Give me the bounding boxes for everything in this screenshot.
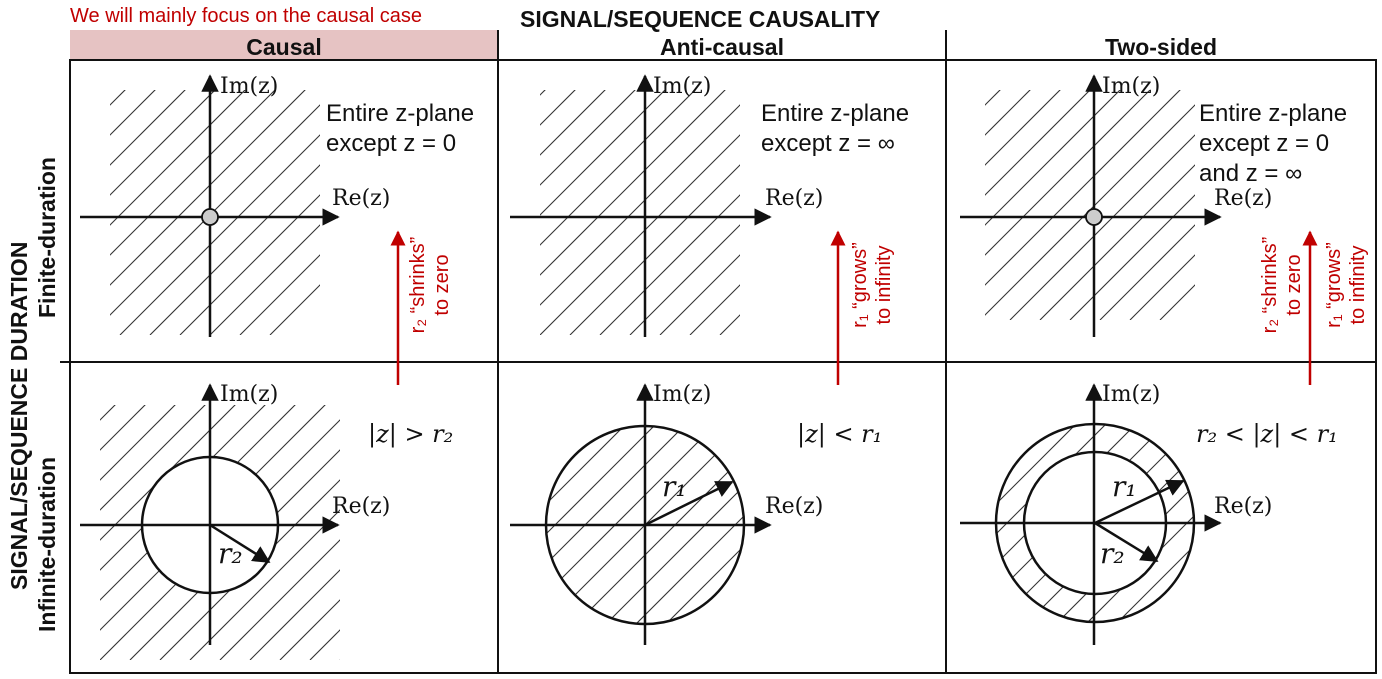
excluded-point-origin-twosided (1085, 208, 1103, 226)
axes-causal-infinite (80, 383, 340, 645)
radius-label-r2-causal: r₂ (218, 537, 243, 570)
shrink-annotation-twosided: r₂ “shrinks” to zero (1259, 236, 1305, 334)
re-axis-label: Re(z) (1214, 186, 1273, 211)
axes-anticausal-finite (510, 74, 772, 337)
radius-vector-r1-twosided (1094, 479, 1185, 525)
re-axis-label: Re(z) (765, 186, 824, 211)
column-header-causal: Causal (246, 34, 322, 60)
re-axis-label: Re(z) (332, 494, 391, 519)
roc-condition-causal: |z| > r₂ (368, 420, 454, 448)
im-axis-label: Im(z) (1102, 382, 1161, 407)
hatch-twosided-finite (985, 90, 1195, 320)
hatch-causal-finite (110, 90, 320, 335)
causal-highlight (70, 30, 498, 60)
shrink-annotation: r₂ “shrinks” to zero (407, 236, 453, 334)
axes-twosided-infinite (960, 383, 1222, 645)
radius-vector-r1-anticausal (644, 480, 734, 527)
radius-label-r1-anticausal: r₁ (662, 470, 687, 503)
radius-label-r2-twosided: r₂ (1100, 537, 1125, 570)
roc-condition-twosided: r₂ < |z| < r₁ (1196, 420, 1338, 448)
im-axis-label: Im(z) (220, 74, 279, 99)
focus-note: We will mainly focus on the causal case (70, 5, 423, 27)
column-header-twosided: Two-sided (1104, 34, 1217, 60)
im-axis-label: Im(z) (220, 382, 279, 407)
roc-text-anticausal-finite: Entire z-plane except z = ∞ (761, 100, 910, 157)
grow-annotation-twosided: r₁ “grows” to infinity (1323, 242, 1369, 328)
roc-condition-anticausal: |z| < r₁ (797, 420, 883, 448)
axes-causal-finite (80, 74, 340, 337)
re-axis-label: Re(z) (1214, 494, 1273, 519)
radius-vector-r2-causal (209, 523, 271, 564)
table-grid (60, 30, 1377, 674)
axes-twosided-finite (960, 74, 1222, 337)
grow-annotation-anticausal: r₁ “grows” to infinity (849, 242, 895, 328)
roc-text-twosided-finite: Entire z-plane except z = 0 and z = ∞ (1199, 100, 1348, 187)
roc-text-causal-finite: Entire z-plane except z = 0 (326, 100, 475, 157)
radius-vector-r2-twosided (1094, 521, 1159, 563)
im-axis-label: Im(z) (653, 74, 712, 99)
radius-label-r1-twosided: r₁ (1112, 470, 1137, 503)
re-axis-label: Re(z) (765, 494, 824, 519)
column-header-anticausal: Anti-causal (660, 34, 784, 60)
excluded-point-origin-causal (201, 208, 219, 226)
hatch-anticausal-finite (540, 90, 740, 335)
causality-title: SIGNAL/SEQUENCE CAUSALITY (520, 6, 881, 32)
im-axis-label: Im(z) (1102, 74, 1161, 99)
axes-anticausal-infinite (510, 383, 772, 645)
re-axis-label: Re(z) (332, 186, 391, 211)
im-axis-label: Im(z) (653, 382, 712, 407)
